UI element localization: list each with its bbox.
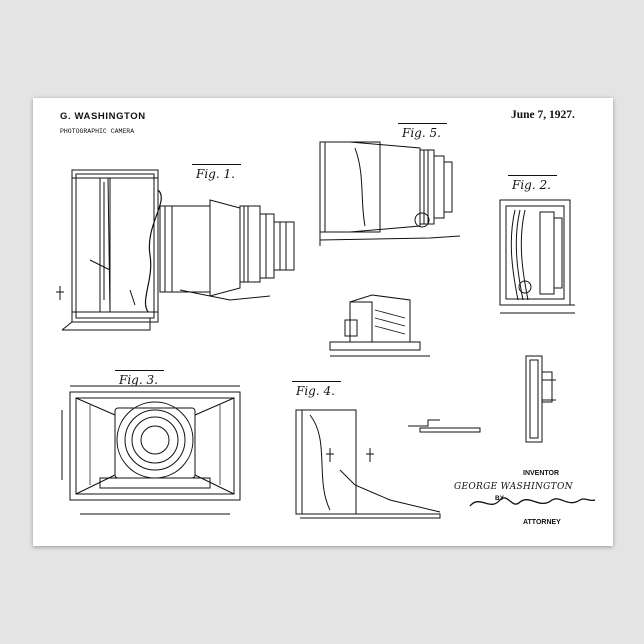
attorney-label: ATTORNEY: [523, 519, 561, 526]
hinge-detail-drawing: [526, 356, 556, 442]
inventor-signature-name: GEORGE WASHINGTON: [454, 482, 573, 492]
fig-3-drawing: [62, 386, 240, 514]
attorney-signature: [470, 498, 595, 506]
fig-2-drawing: [500, 200, 575, 313]
fig-1-drawing: [56, 170, 294, 330]
detail-section-drawing: [330, 295, 430, 356]
inventor-label: INVENTOR: [523, 470, 559, 477]
by-label: BY: [495, 495, 504, 502]
small-detail-drawing: [408, 420, 480, 432]
fig-5-drawing: [320, 142, 460, 246]
